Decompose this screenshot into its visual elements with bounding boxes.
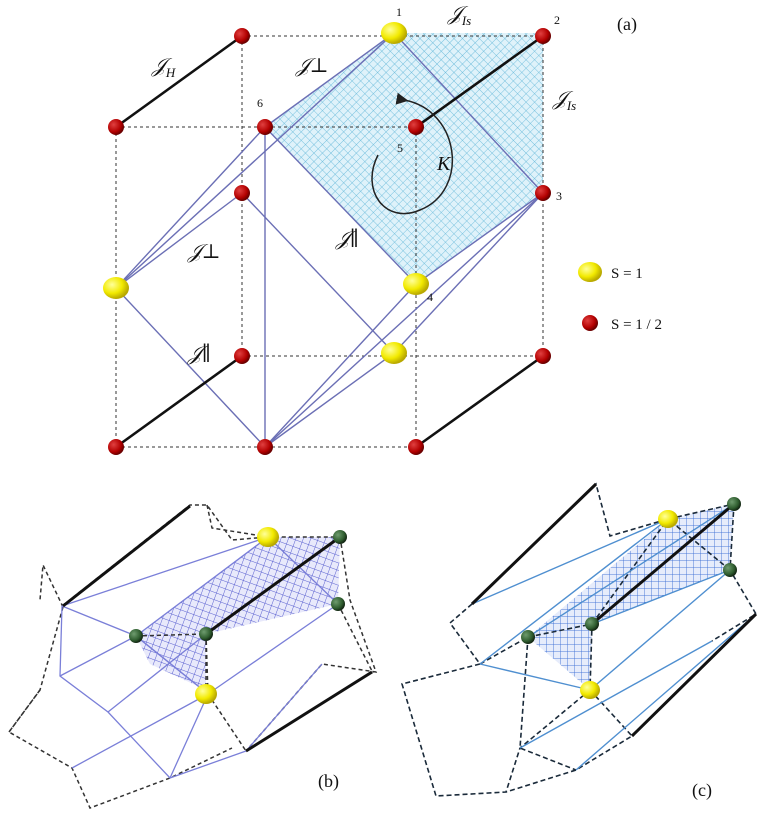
legend-spin-half-icon — [582, 315, 598, 331]
bonds-c — [471, 503, 757, 771]
sites-a — [103, 22, 551, 455]
spin-one-site — [195, 684, 217, 704]
coupling-jis-top: 𝒥Is — [447, 3, 471, 28]
spin-half-site — [129, 629, 143, 643]
spin-half-site — [199, 627, 213, 641]
spin-one-site — [403, 273, 429, 295]
sites-c — [521, 497, 741, 699]
panel-label-a: (a) — [617, 14, 637, 35]
coupling-jh: 𝒥H — [151, 55, 176, 80]
black-bonds-b — [62, 504, 373, 753]
site-number-6: 6 — [257, 96, 263, 110]
spin-half-site — [333, 530, 347, 544]
black-bonds-a — [115, 34, 544, 449]
spin-half-site — [257, 119, 273, 135]
plaquette-b — [136, 537, 340, 636]
k-arrow — [371, 92, 454, 215]
panel-label-c: (c) — [692, 780, 712, 801]
black-bonds-c — [470, 482, 758, 738]
legend: S = 1 S = 1 / 2 — [578, 262, 662, 333]
legend-spin-one-label: S = 1 — [611, 266, 643, 282]
spin-half-site — [108, 119, 124, 135]
panel-label-b: (b) — [318, 771, 339, 792]
legend-spin-half-label: S = 1 / 2 — [611, 317, 662, 333]
spin-one-site — [381, 22, 407, 44]
spin-half-site — [234, 348, 250, 364]
spin-half-site — [535, 185, 551, 201]
spin-half-site — [408, 119, 424, 135]
spin-half-site — [108, 439, 124, 455]
coupling-jpar-mid: 𝒥∥ — [335, 228, 359, 250]
sites-b — [129, 527, 347, 704]
spin-half-site — [234, 185, 250, 201]
spin-half-site — [535, 348, 551, 364]
spin-one-site — [103, 277, 129, 299]
spin-half-site — [331, 597, 345, 611]
panel-c: (c) — [400, 482, 758, 801]
coupling-jpar-left: 𝒥∥ — [187, 343, 211, 365]
spin-half-site — [521, 630, 535, 644]
spin-half-site — [723, 563, 737, 577]
spin-half-site — [585, 617, 599, 631]
panel-b: (b) — [7, 504, 378, 809]
bonds-a — [115, 32, 544, 448]
site-number-5: 5 — [397, 141, 403, 155]
spin-half-site — [234, 28, 250, 44]
coupling-jperp-left: 𝒥⊥ — [187, 241, 221, 263]
panel-a: 1 2 3 4 5 6 𝒥H 𝒥⊥ 𝒥Is 𝒥Is K 𝒥∥ 𝒥⊥ 𝒥∥ (a)… — [103, 3, 662, 455]
legend-spin-one-icon — [578, 262, 602, 282]
coupling-jperp-top: 𝒥⊥ — [295, 55, 329, 77]
spin-half-site — [257, 439, 273, 455]
site-number-3: 3 — [556, 189, 562, 203]
bonds-b — [59, 536, 339, 779]
spin-one-site — [257, 527, 279, 547]
spin-half-site — [727, 497, 741, 511]
site-number-4: 4 — [427, 290, 433, 304]
site-number-1: 1 — [396, 5, 402, 19]
coupling-k: K — [436, 153, 452, 175]
site-number-2: 2 — [554, 13, 560, 27]
spin-one-site — [580, 681, 600, 699]
coupling-jis-right: 𝒥Is — [552, 88, 576, 113]
spin-one-site — [658, 510, 678, 528]
plaquette-a — [265, 33, 543, 284]
spin-one-site — [381, 342, 407, 364]
spin-half-site — [408, 439, 424, 455]
spin-half-site — [535, 28, 551, 44]
